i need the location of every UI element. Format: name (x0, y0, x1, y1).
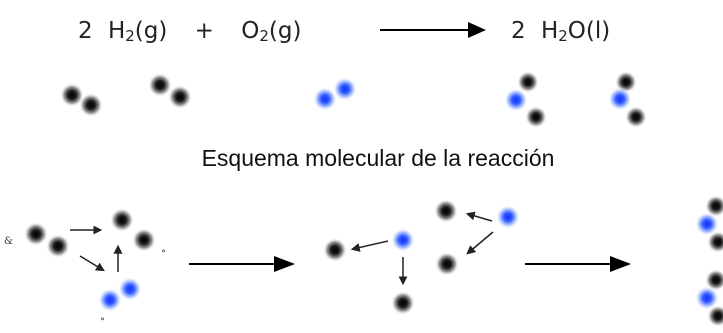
hydrogen-atom (707, 231, 723, 253)
hydrogen-atom (705, 195, 723, 217)
oxygen-atom (333, 77, 357, 101)
product-subscript: 2 (558, 27, 568, 45)
hydrogen-atom (707, 305, 723, 327)
hydrogen-atom (391, 291, 415, 315)
oxygen-atom (608, 87, 632, 111)
molecule-h2-b (148, 73, 192, 109)
chemical-equation: 2 H2(g) + O2(g) (78, 18, 301, 45)
reactant1-coefficient: 2 (78, 18, 93, 44)
diagram-caption: Esquema molecular de la reacción (202, 145, 555, 171)
hydrogen-atom (46, 234, 70, 258)
hydrogen-atom (79, 93, 103, 117)
collision-arrow (79, 255, 105, 272)
hydrogen-atom (525, 106, 547, 128)
hydrogen-atom (110, 208, 134, 232)
reactant1-subscript: 2 (125, 27, 135, 45)
stage-reactants: & ∘ ∘ (4, 208, 166, 325)
reactant2-symbol: O (241, 18, 259, 44)
hydrogen-atom (517, 71, 539, 93)
oxygen-atom (98, 288, 122, 312)
equation-arrow-head (468, 22, 486, 38)
hydrogen-atom (168, 85, 192, 109)
product-formula: 2 H2O(l) (511, 18, 610, 45)
hydrogen-atom (148, 73, 172, 97)
molecule-o2 (313, 77, 357, 111)
product-coefficient: 2 (511, 18, 526, 44)
oxygen-atom (496, 205, 520, 229)
process-arrow-head (274, 256, 295, 272)
molecule-h2o-b (608, 71, 647, 128)
hydrogen-atom (434, 199, 458, 223)
separation-arrow (465, 211, 493, 222)
motion-mark-left: & (4, 236, 13, 247)
product-symbol-h: H (541, 18, 558, 44)
oxygen-atom (118, 277, 142, 301)
oxygen-atom (313, 87, 337, 111)
motion-mark-right: ∘ (161, 246, 166, 257)
hydrogen-atom (60, 83, 84, 107)
oxygen-atom (695, 286, 719, 310)
reactant2-subscript: 2 (259, 27, 269, 45)
reactant1-symbol: H (108, 18, 125, 44)
product-symbol-o: O(l) (568, 18, 610, 44)
molecule-h2-a (60, 83, 103, 117)
reactant1-state: (g) (135, 18, 168, 44)
hydrogen-atom (24, 222, 48, 246)
stage-bond-breaking (323, 199, 520, 315)
plus-sign: + (195, 18, 214, 44)
hydrogen-atom (323, 238, 347, 262)
hydrogen-atom (435, 252, 459, 276)
hydrogen-atom (705, 269, 723, 291)
hydrogen-atom (625, 106, 647, 128)
oxygen-atom (391, 228, 415, 252)
reactant2-state: (g) (269, 18, 302, 44)
motion-mark-bottom: ∘ (100, 314, 105, 325)
process-arrow-head (610, 256, 631, 272)
oxygen-atom (504, 88, 528, 112)
stage-products (695, 195, 723, 327)
hydrogen-atom (132, 228, 156, 252)
molecule-h2o-a (504, 71, 547, 128)
oxygen-atom (695, 212, 719, 236)
separation-arrow (466, 231, 494, 255)
separation-arrow (350, 240, 389, 252)
